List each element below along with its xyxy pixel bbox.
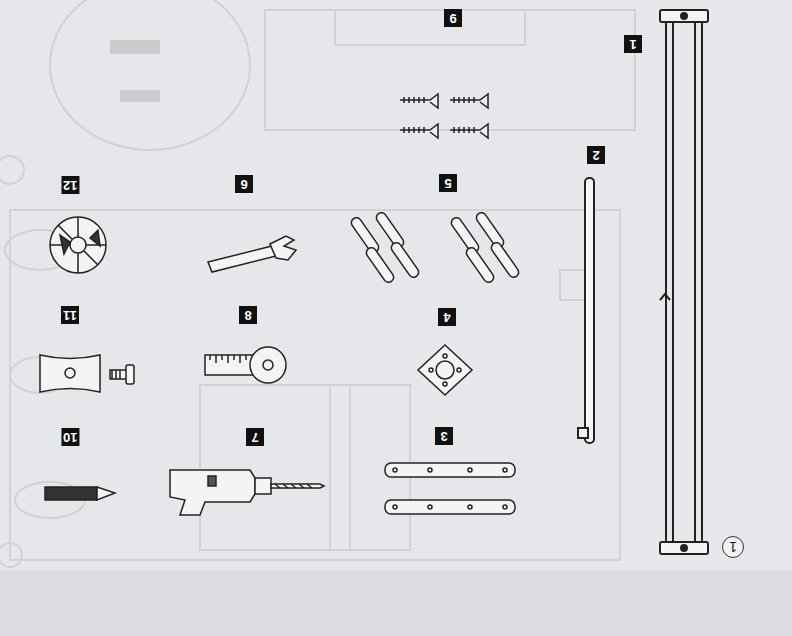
callout-number: 7 xyxy=(246,428,264,446)
callout-number: 8 xyxy=(239,306,257,324)
callout-number: 10 xyxy=(61,428,79,446)
callout-number: 11 xyxy=(61,306,79,324)
callout-number: 2 xyxy=(587,146,605,164)
callout-number: 4 xyxy=(438,308,456,326)
callout-number: 6 xyxy=(235,175,253,193)
callout-number: 9 xyxy=(444,9,462,27)
callout-number: 5 xyxy=(439,174,457,192)
callout-number: 1 xyxy=(624,35,642,53)
callout-number: 3 xyxy=(435,427,453,445)
callout-number: 12 xyxy=(61,176,79,194)
page-number: 1 xyxy=(722,536,744,558)
